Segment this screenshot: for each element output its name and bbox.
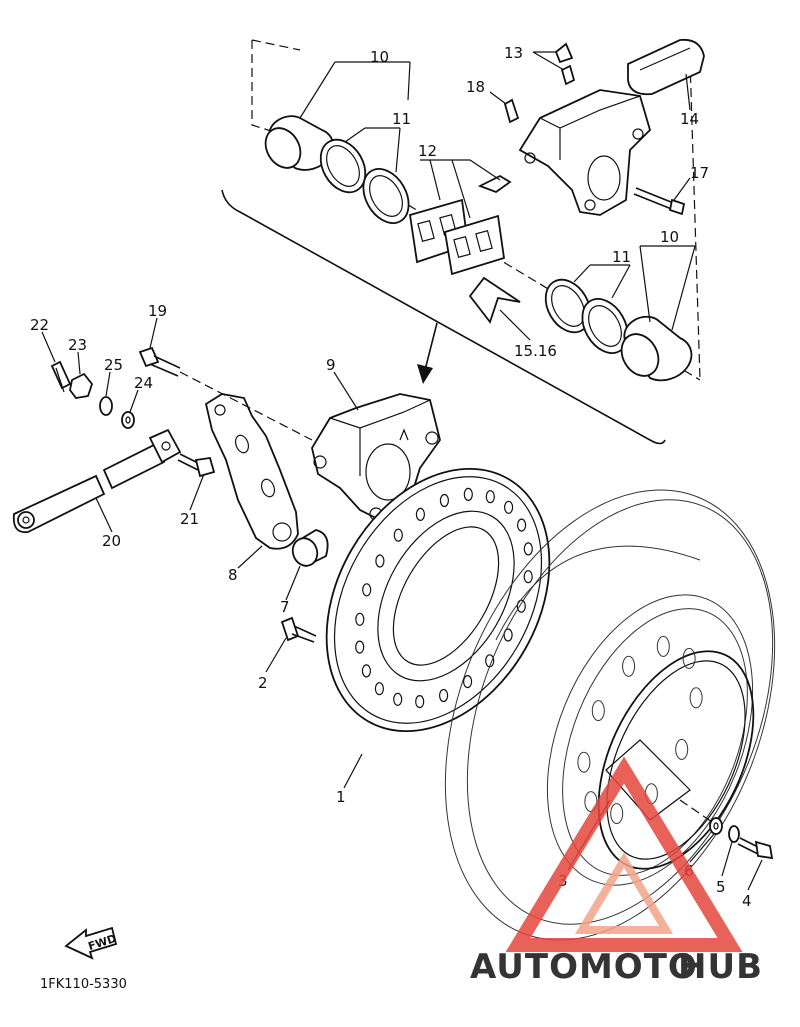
forward-direction-arrow: FWD xyxy=(64,926,118,960)
label-8: 8 xyxy=(228,566,238,584)
label-10-upper: 10 xyxy=(370,48,389,66)
label-2: 2 xyxy=(258,674,268,692)
label-22: 22 xyxy=(30,316,49,334)
hub-axis-line xyxy=(679,799,713,823)
label-18: 18 xyxy=(466,78,485,96)
label-7: 7 xyxy=(280,598,290,616)
watermark-brand-part2: HUB xyxy=(678,947,763,987)
label-9: 9 xyxy=(326,356,336,374)
disc-hole xyxy=(355,612,365,626)
label-10-lower: 10 xyxy=(660,228,679,246)
inset-pointer-arrow xyxy=(417,322,438,384)
label-17: 17 xyxy=(690,164,709,182)
disc-hole xyxy=(523,570,533,584)
disc-hole xyxy=(439,688,449,703)
label-1: 1 xyxy=(336,788,346,806)
torque-rod xyxy=(12,428,182,534)
label-14: 14 xyxy=(680,110,699,128)
disc-hole xyxy=(361,664,371,678)
disc-hole xyxy=(485,490,495,504)
cotter-pin xyxy=(50,360,72,393)
pad-spring xyxy=(468,276,521,324)
label-15-16: 15.16 xyxy=(514,342,557,360)
hub-lock-washer-5 xyxy=(728,825,740,843)
diagram-part-code: 1FK110-5330 xyxy=(40,977,127,992)
disc-hole xyxy=(415,507,425,522)
bolt-21 xyxy=(177,453,216,478)
label-23: 23 xyxy=(68,336,87,354)
hub-opening xyxy=(689,687,703,709)
watermark-logo: AUTOMOTO HUB xyxy=(470,756,763,987)
caliper-cover xyxy=(627,38,705,96)
disc-hole xyxy=(393,692,403,706)
hub-washer-6 xyxy=(709,817,723,835)
disc-hole xyxy=(523,542,533,556)
bolt-axis-line xyxy=(179,371,313,441)
hub-opening xyxy=(675,738,689,760)
label-24: 24 xyxy=(134,374,153,392)
inset-caliper-body xyxy=(518,89,652,216)
hub-bolt-4 xyxy=(737,837,774,860)
disc-hole xyxy=(374,682,384,696)
watermark-triangle-inner xyxy=(574,852,674,934)
watermark-triangle-outer xyxy=(505,756,743,952)
hub-opening xyxy=(682,647,696,669)
seal-lower-1 xyxy=(544,278,592,334)
disc-hole xyxy=(355,640,365,654)
disc-hole xyxy=(463,487,473,501)
lock-washer xyxy=(99,396,113,416)
pad-pin xyxy=(503,98,520,124)
hub-opening xyxy=(610,803,624,825)
disc-hole xyxy=(415,694,425,709)
watermark-brand-part1: AUTOMOTO xyxy=(470,947,698,987)
label-5: 5 xyxy=(716,878,726,896)
caliper-bracket xyxy=(204,393,299,550)
disc-hole xyxy=(393,528,403,542)
bracket-collar xyxy=(291,529,329,567)
seal-upper-1 xyxy=(319,138,367,194)
label-11-upper: 11 xyxy=(392,110,411,128)
disc-hole xyxy=(439,493,449,508)
label-12: 12 xyxy=(418,142,437,160)
disc-hole xyxy=(503,628,513,642)
disc-bolt xyxy=(280,616,317,643)
label-20: 20 xyxy=(102,532,121,550)
label-4: 4 xyxy=(742,892,752,910)
hub-opening xyxy=(656,635,670,657)
label-19: 19 xyxy=(148,302,167,320)
disc-hole xyxy=(516,599,526,613)
disc-hole xyxy=(516,518,527,532)
piston-lower xyxy=(620,315,693,382)
brake-pad-2 xyxy=(443,214,505,276)
label-11-lower: 11 xyxy=(612,248,631,266)
label-21: 21 xyxy=(180,510,199,528)
caliper-bolt-17 xyxy=(633,187,686,216)
hub-plate xyxy=(605,739,691,821)
pad-clip-upper xyxy=(477,174,512,194)
piston-upper xyxy=(264,115,335,171)
disc-hole xyxy=(362,583,372,597)
label-25: 25 xyxy=(104,356,123,374)
disc-hole xyxy=(504,500,514,514)
hub-opening xyxy=(591,700,605,722)
nut xyxy=(69,372,94,399)
seal-upper-2 xyxy=(362,168,410,224)
disc-hole xyxy=(463,674,473,689)
label-13: 13 xyxy=(504,44,523,62)
bolt-19 xyxy=(138,346,181,377)
bleed-screw xyxy=(554,42,576,86)
seal-lower-2 xyxy=(581,298,629,354)
brake-disc xyxy=(325,467,551,733)
disc-hole xyxy=(375,554,385,568)
plain-washer xyxy=(121,411,135,429)
hub-opening xyxy=(577,751,591,773)
leader-lines xyxy=(41,51,763,891)
hub-opening xyxy=(622,655,636,677)
wheel-hub-openings xyxy=(577,635,703,825)
